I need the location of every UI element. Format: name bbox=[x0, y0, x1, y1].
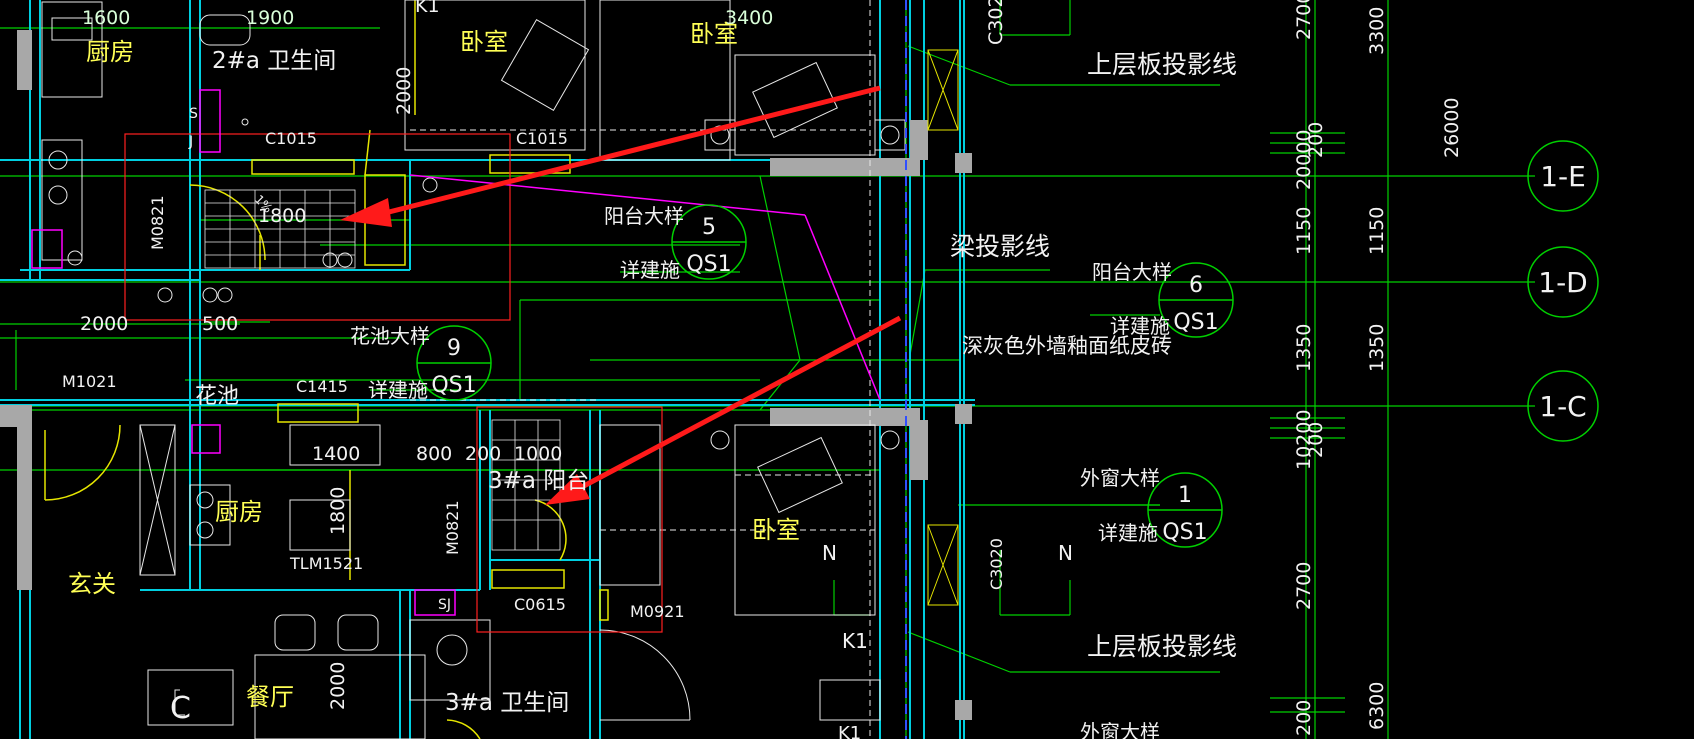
north-mark-2: N bbox=[1058, 541, 1073, 565]
dim-200: 200 bbox=[465, 443, 501, 465]
grid-axis-1c: 1-C bbox=[1539, 390, 1586, 423]
yellow-elements bbox=[44, 0, 609, 739]
north-mark-1: N bbox=[822, 541, 837, 565]
label-upper-slab-2: 上层板投影线 bbox=[1087, 632, 1237, 661]
room-kitchen-upper: 厨房 bbox=[86, 38, 134, 66]
detail-ref-5 bbox=[671, 204, 747, 280]
window-c1415: C1415 bbox=[296, 377, 348, 396]
room-planter: 花池 bbox=[195, 384, 239, 409]
rdim-1150-a: 1150 bbox=[1293, 207, 1315, 255]
dim-2000-b: 2000 bbox=[393, 67, 415, 115]
label-balcony-detail-6: 阳台大样 bbox=[1092, 260, 1172, 284]
label-see-arch-5: 详建施 bbox=[620, 258, 680, 282]
tag-j: J bbox=[188, 134, 193, 150]
dashed-lines bbox=[410, 0, 875, 739]
detail-5-sheet: QS1 bbox=[686, 252, 731, 277]
door-m0921: M0921 bbox=[630, 602, 685, 621]
box-c-label: C bbox=[170, 691, 191, 726]
room-bath2: 2#a 卫生间 bbox=[212, 48, 336, 74]
window-c1015-b: C1015 bbox=[516, 129, 568, 148]
dim-500: 500 bbox=[202, 313, 238, 335]
room-dining: 餐厅 bbox=[246, 683, 294, 711]
label-see-arch-6: 详建施 bbox=[1110, 314, 1170, 338]
detail-1-sheet: QS1 bbox=[1162, 520, 1207, 545]
magenta-lines bbox=[31, 89, 881, 616]
label-beam-proj: 梁投影线 bbox=[950, 232, 1050, 261]
label-window-detail: 外窗大样 bbox=[1080, 466, 1160, 490]
red-detail-boundaries bbox=[124, 133, 663, 633]
door-tlm1521: TLM1521 bbox=[289, 554, 363, 573]
detail-9-sheet: QS1 bbox=[431, 373, 476, 398]
door-m1021: M1021 bbox=[62, 372, 117, 391]
annotation-arrows bbox=[340, 85, 902, 505]
room-bedroom-lower: 卧室 bbox=[752, 516, 800, 544]
rdim-2700-top: 2700 bbox=[1293, 0, 1315, 40]
grid-axis-1d: 1-D bbox=[1538, 266, 1587, 299]
door-k1-bottom: K1 bbox=[838, 723, 861, 739]
rdim-1350-b: 1350 bbox=[1366, 324, 1388, 372]
white-furniture bbox=[41, 0, 906, 739]
dim-3400: 3400 bbox=[725, 7, 773, 29]
dim-1400: 1400 bbox=[312, 443, 360, 465]
label-see-arch-9: 详建施 bbox=[368, 378, 428, 402]
dim-2000-c: 2000 bbox=[327, 662, 349, 710]
rdim-10200: 10200 bbox=[1293, 410, 1315, 470]
dim-1800-b: 1800 bbox=[327, 487, 349, 535]
dim-800: 800 bbox=[416, 443, 452, 465]
rdim-20000: 20000 bbox=[1293, 130, 1315, 190]
detail-1-num: 1 bbox=[1178, 483, 1192, 508]
room-balcony3: 3#a 阳台 bbox=[488, 468, 589, 494]
yellow-grey-blocks bbox=[0, 30, 972, 720]
label-see-arch-1: 详建施 bbox=[1098, 521, 1158, 545]
room-bedroom-upper-left: 卧室 bbox=[460, 28, 508, 56]
window-c3020: C3020 bbox=[987, 538, 1006, 590]
label-balcony-detail-5: 阳台大样 bbox=[604, 204, 684, 228]
window-symbols bbox=[927, 49, 959, 606]
detail-9-num: 9 bbox=[447, 336, 461, 361]
rdim-6300: 6300 bbox=[1366, 682, 1388, 730]
door-k1-low: K1 bbox=[842, 629, 868, 653]
tile-grids bbox=[204, 189, 561, 551]
dim-1000: 1000 bbox=[514, 443, 562, 465]
dim-2000-a: 2000 bbox=[80, 313, 128, 335]
door-m0821-a: M0821 bbox=[148, 195, 167, 250]
label-upper-slab-1: 上层板投影线 bbox=[1087, 50, 1237, 79]
label-window-detail-bottom: 外窗大样 bbox=[1080, 720, 1160, 739]
grid-bubbles bbox=[1527, 140, 1599, 442]
room-bath3: 3#a 卫生间 bbox=[445, 690, 569, 716]
dim-1800-a: 1800 bbox=[258, 205, 306, 227]
tag-s: S bbox=[189, 106, 198, 122]
rdim-26000: 26000 bbox=[1441, 98, 1463, 158]
rdim-200-a: 200 bbox=[1305, 122, 1327, 158]
room-foyer: 玄关 bbox=[68, 570, 116, 598]
detail-6-num: 6 bbox=[1189, 273, 1203, 298]
grid-axis-1e: 1-E bbox=[1540, 160, 1586, 193]
window-c0615: C0615 bbox=[514, 595, 566, 614]
rdim-1150-b: 1150 bbox=[1366, 207, 1388, 255]
detail-6-sheet: QS1 bbox=[1173, 310, 1218, 335]
detail-5-num: 5 bbox=[702, 215, 716, 240]
rdim-200-b: 200 bbox=[1305, 422, 1327, 458]
rdim-200-c: 200 bbox=[1293, 700, 1315, 736]
label-wall-tile: 深灰色外墙釉面纸皮砖 bbox=[962, 334, 1172, 358]
tag-sj: SJ bbox=[438, 597, 451, 613]
room-bedroom-upper-right: 卧室 bbox=[690, 20, 738, 48]
door-m0821-b: M0821 bbox=[443, 500, 462, 555]
dim-1900: 1900 bbox=[246, 7, 294, 29]
rdim-2700-low: 2700 bbox=[1293, 562, 1315, 610]
window-c1015-a: C1015 bbox=[265, 129, 317, 148]
detail-ref-6 bbox=[1158, 262, 1234, 338]
label-planter-detail: 花池大样 bbox=[350, 324, 430, 348]
detail-ref-1 bbox=[1147, 472, 1223, 548]
window-c3020-top: C3020 bbox=[985, 0, 1007, 45]
detail-ref-9 bbox=[416, 325, 492, 401]
rdim-3300: 3300 bbox=[1366, 7, 1388, 55]
rdim-1350-a: 1350 bbox=[1293, 324, 1315, 372]
room-kitchen-lower: 厨房 bbox=[215, 498, 263, 526]
door-k1-top: K1 bbox=[415, 0, 440, 17]
dim-1600: 1600 bbox=[82, 7, 130, 29]
